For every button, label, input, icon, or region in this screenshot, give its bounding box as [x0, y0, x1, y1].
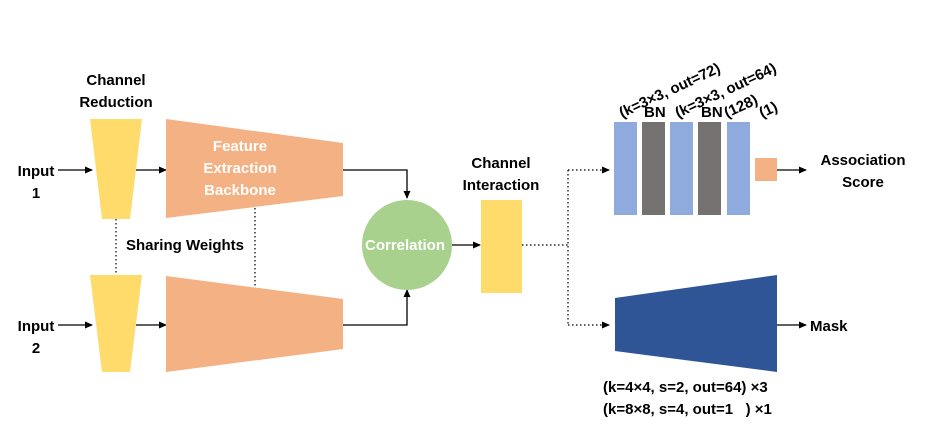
channel-reduction-label-line1: Channel: [86, 72, 145, 89]
channel-interaction-label-line1: Channel: [471, 155, 530, 172]
backbone-top-to-correlation: [343, 169, 411, 199]
feature-backbone-bottom: [166, 276, 343, 372]
mask-spec-line2: (k=8×8, s=4, out=1 ) ×1: [603, 401, 772, 418]
backbone-label-line1: Feature: [213, 138, 267, 155]
conv2-layer: [670, 122, 693, 215]
association-score-label-line1: Association: [820, 152, 905, 169]
feature-backbone-top: [166, 119, 343, 218]
fc1-layer: [727, 122, 750, 215]
bn1-layer: [642, 122, 665, 215]
bn2-label: BN: [701, 104, 723, 121]
backbone-label-line2: Extraction: [203, 160, 276, 177]
correlation-label: Correlation: [365, 237, 445, 254]
channel-reduction-top: [90, 119, 142, 219]
mask-label: Mask: [810, 318, 848, 335]
input2-label-line2: 2: [32, 340, 40, 357]
channel-interaction-label-line2: Interaction: [463, 177, 540, 194]
bn1-label: BN: [644, 104, 666, 121]
correlation-node: [362, 200, 452, 290]
mask-spec-line1: (k=4×4, s=2, out=64) ×3: [603, 379, 768, 396]
channel-reduction-bottom: [90, 275, 142, 372]
fc2-layer: [755, 158, 777, 181]
channel-interaction-block: [481, 200, 522, 293]
mask-decoder: [615, 275, 777, 372]
channel-reduction-label-line2: Reduction: [79, 94, 152, 111]
bn2-layer: [698, 122, 721, 215]
association-score-label-line2: Score: [842, 174, 884, 191]
input1-label-line1: Input: [18, 163, 55, 180]
fc2-spec-label: (1): [757, 98, 781, 121]
sharing-weights-label: Sharing Weights: [126, 237, 244, 254]
backbone-bottom-to-correlation: [343, 289, 411, 326]
input1-label-line2: 1: [32, 185, 40, 202]
conv1-layer: [614, 122, 637, 215]
input2-label-line1: Input: [18, 318, 55, 335]
backbone-label-line3: Backbone: [204, 182, 276, 199]
